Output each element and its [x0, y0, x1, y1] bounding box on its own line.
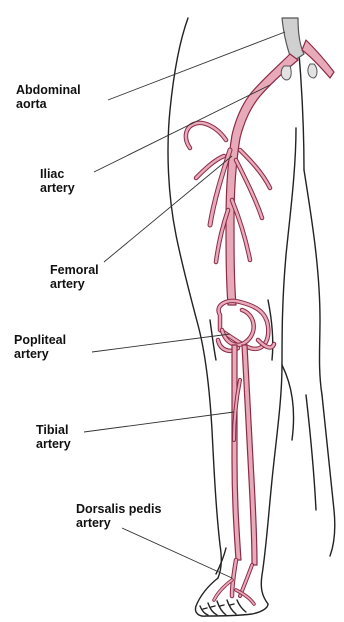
label-popliteal-artery-line2: artery [14, 347, 66, 361]
label-femoral-artery: Femoral artery [50, 263, 99, 291]
anterior-tibial [232, 345, 241, 560]
femoral-trunk [226, 54, 298, 305]
groin-nodes [281, 64, 317, 80]
label-popliteal-artery: Popliteal artery [14, 333, 66, 361]
label-dorsalis-pedis-artery-line1: Dorsalis pedis [76, 502, 161, 516]
artery-network [186, 18, 334, 604]
label-popliteal-artery-line1: Popliteal [14, 333, 66, 347]
label-iliac-artery-line2: artery [40, 181, 75, 195]
label-femoral-artery-line2: artery [50, 277, 99, 291]
label-abdominal-aorta: Abdominal aorta [16, 83, 81, 111]
popliteal-network [218, 301, 274, 351]
label-tibial-artery-line2: artery [36, 437, 71, 451]
label-femoral-artery-line1: Femoral [50, 263, 99, 277]
label-dorsalis-pedis-artery: Dorsalis pedis artery [76, 502, 161, 530]
leader-popliteal-artery [92, 334, 230, 352]
label-dorsalis-pedis-artery-line2: artery [76, 516, 161, 530]
label-tibial-artery: Tibial artery [36, 423, 71, 451]
posterior-tibial [242, 345, 257, 565]
label-iliac-artery: Iliac artery [40, 167, 75, 195]
leader-iliac-artery [94, 85, 270, 172]
label-iliac-artery-line1: Iliac [40, 167, 75, 181]
label-abdominal-aorta-line2: aorta [16, 97, 81, 111]
aorta-vessel [282, 18, 304, 62]
label-tibial-artery-line1: Tibial [36, 423, 71, 437]
label-abdominal-aorta-line1: Abdominal [16, 83, 81, 97]
leader-dorsalis-pedis [122, 528, 232, 578]
